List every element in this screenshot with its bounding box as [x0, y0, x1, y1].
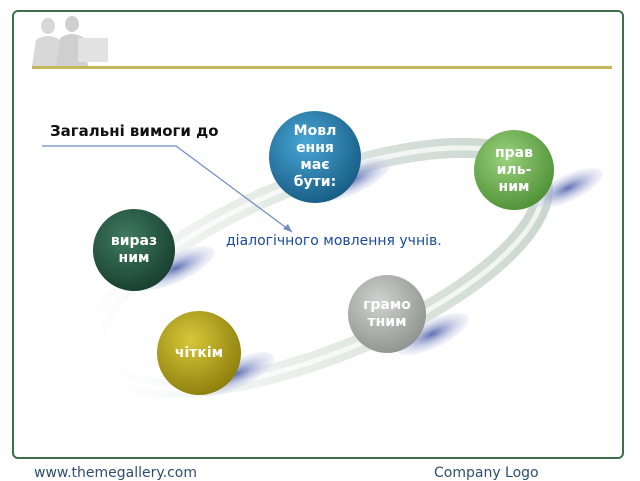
footer-company-logo: Company Logo	[434, 465, 539, 481]
node-center-circle	[269, 111, 361, 203]
diagram-subtitle: діалогічного мовлення учнів.	[226, 233, 442, 249]
node-center-label: Мовл ення має бути:	[293, 123, 337, 190]
node-shadow	[395, 312, 469, 356]
node-bottom-right-label: грамо тним	[363, 297, 411, 330]
node-bottom-right-circle	[348, 275, 426, 353]
pointer-arrowhead	[283, 224, 292, 232]
node-left-label: вираз ним	[110, 233, 158, 266]
node-right-circle	[474, 130, 554, 210]
node-bottom-left-label: чіткім	[174, 344, 224, 361]
pointer-line	[42, 145, 293, 233]
people-silhouette-icon	[32, 16, 108, 66]
header-rule	[32, 66, 612, 69]
node-left-circle	[93, 209, 175, 291]
node-right-label: прав иль- ним	[494, 144, 533, 195]
node-bottom-left-circle	[157, 311, 241, 395]
diagram-title: Загальні вимоги до	[50, 122, 219, 140]
node-shadow	[533, 168, 603, 208]
footer-url[interactable]: www.themegallery.com	[34, 465, 197, 481]
